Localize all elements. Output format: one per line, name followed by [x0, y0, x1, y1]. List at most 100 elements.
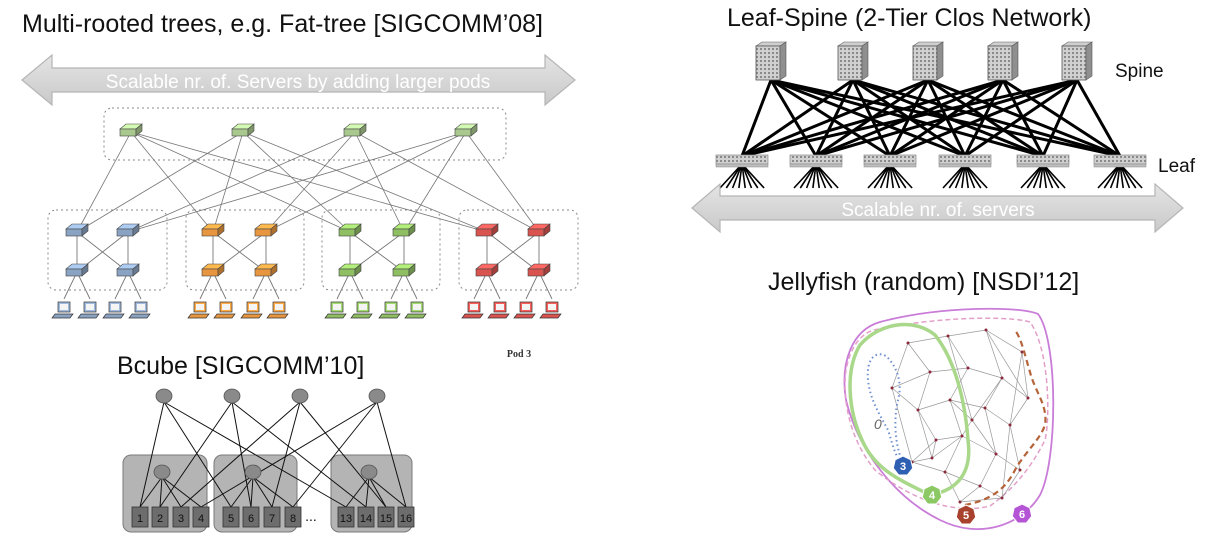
leaf-server-link — [741, 163, 746, 189]
jellyfish-title: Jellyfish (random) [NSDI’12] — [768, 268, 1080, 296]
bcube-links — [139, 401, 407, 508]
spine-front — [837, 45, 863, 81]
fattree-diagram: Scalable nr. of. Servers by adding large… — [21, 53, 579, 360]
switch-side — [270, 223, 278, 237]
core-switch — [454, 123, 478, 137]
edge-server-link — [127, 271, 142, 300]
server-base — [213, 313, 236, 319]
server-display — [275, 304, 283, 310]
server-display — [496, 304, 504, 310]
spine-leaf-link — [741, 78, 1078, 158]
server-base — [240, 313, 263, 319]
leaf-server-link — [1116, 163, 1121, 189]
badge-4-label: 4 — [929, 490, 936, 502]
bcube-server-box — [172, 506, 190, 528]
jellyfish-node — [1000, 496, 1004, 500]
server-icon — [266, 301, 289, 319]
aggregation-switch — [527, 223, 551, 237]
spine-switch-icon — [1061, 41, 1093, 81]
bcube-server-box — [377, 506, 395, 528]
jellyfish-node — [1020, 350, 1024, 354]
switch-front — [338, 268, 356, 277]
edge-server-link — [336, 271, 351, 300]
bcube-server-number: 4 — [198, 513, 204, 525]
jellyfish-node — [958, 500, 962, 504]
jellyfish-link — [949, 399, 963, 437]
edge-server-link — [199, 271, 214, 300]
bcube-level1-link — [231, 401, 367, 508]
jellyfish-link — [929, 367, 969, 373]
spine-leaf-link — [770, 78, 891, 158]
jellyfish-node — [934, 438, 938, 442]
switch-front — [343, 128, 361, 137]
server-base — [350, 313, 373, 319]
aggregation-switch — [254, 223, 278, 237]
bcube-server-number: 16 — [400, 513, 412, 525]
leaf-server-link — [741, 163, 753, 189]
jellyfish-link — [984, 407, 997, 455]
server-base — [187, 313, 210, 319]
leaf-server-link — [805, 163, 817, 189]
leaf-server-link — [961, 163, 966, 189]
spine-leaf-link — [889, 78, 1078, 158]
leaf-server-link — [1103, 163, 1121, 189]
aggregation-switch — [65, 223, 89, 237]
edge-server-link — [265, 271, 280, 300]
leaf-server-link — [1119, 163, 1124, 189]
server-base — [128, 313, 151, 319]
bcube-server-number: 3 — [178, 513, 184, 525]
leaf-server-link — [799, 163, 817, 189]
jellyfish-link — [984, 407, 1011, 426]
edge-server-link — [473, 271, 488, 300]
jellyfish-link — [944, 471, 981, 487]
switch-side — [132, 263, 140, 277]
bcube-level1-link — [180, 401, 301, 508]
leaf-server-link — [964, 163, 969, 189]
leaf-label: Leaf — [1158, 156, 1196, 177]
jellyfish-link — [959, 485, 981, 503]
bcube-level0-link — [161, 476, 182, 508]
leaf-server-link — [725, 163, 743, 189]
bcube-top-switch — [155, 388, 173, 404]
switch-side — [354, 223, 362, 237]
leaf-server-link — [954, 163, 966, 189]
bcube-level0-link — [368, 476, 407, 508]
jellyfish-node — [994, 452, 998, 456]
blue-dotted-boundary — [866, 353, 906, 468]
bcube-server-box — [222, 506, 240, 528]
jellyfish-link — [931, 435, 963, 459]
switch-front — [65, 268, 83, 277]
outer-purple-boundary — [843, 307, 1055, 530]
leaf-base — [1016, 163, 1070, 168]
bcube-level0-link — [365, 476, 370, 508]
spine-leaf-link — [741, 78, 929, 158]
bcube-level1-link — [271, 401, 301, 508]
server-icon — [487, 301, 510, 319]
bcube-level0-link — [161, 476, 202, 508]
core-switch — [119, 123, 143, 137]
aggregation-switch — [475, 223, 499, 237]
bcube-server-number: 15 — [380, 513, 392, 525]
pink-dashed-boundary — [844, 317, 1049, 510]
jellyfish-node — [1026, 396, 1030, 400]
leaf-downlinks — [719, 163, 1143, 189]
bcube-server-number: 13 — [340, 513, 352, 525]
leaf-body — [938, 154, 992, 165]
switch-front — [392, 228, 410, 237]
bcube-level0-link — [159, 476, 163, 508]
green-boundary — [848, 322, 971, 497]
server-display — [387, 304, 395, 310]
spine-side — [779, 41, 787, 81]
jellyfish-link — [911, 457, 933, 463]
jellyfish-link — [947, 329, 987, 337]
spine-leaf-link — [769, 79, 818, 157]
switch-side — [270, 263, 278, 277]
switch-side — [470, 123, 478, 137]
bcube-level1-link — [163, 401, 347, 508]
leaf-switches — [715, 154, 1147, 168]
server-icon — [51, 301, 74, 319]
jellyfish-node — [906, 341, 910, 345]
switch-front — [454, 128, 472, 137]
core-switch — [343, 123, 367, 137]
